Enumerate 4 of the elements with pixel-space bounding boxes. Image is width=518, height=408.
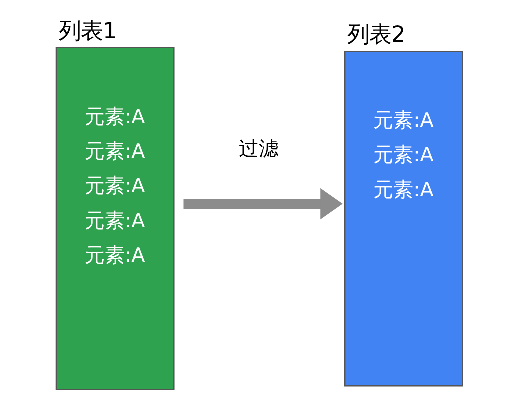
arrow xyxy=(184,188,343,220)
node-label: 列表1 xyxy=(58,18,118,45)
node-label: 列表2 xyxy=(348,22,406,48)
edge-label: 过滤 xyxy=(239,137,280,160)
